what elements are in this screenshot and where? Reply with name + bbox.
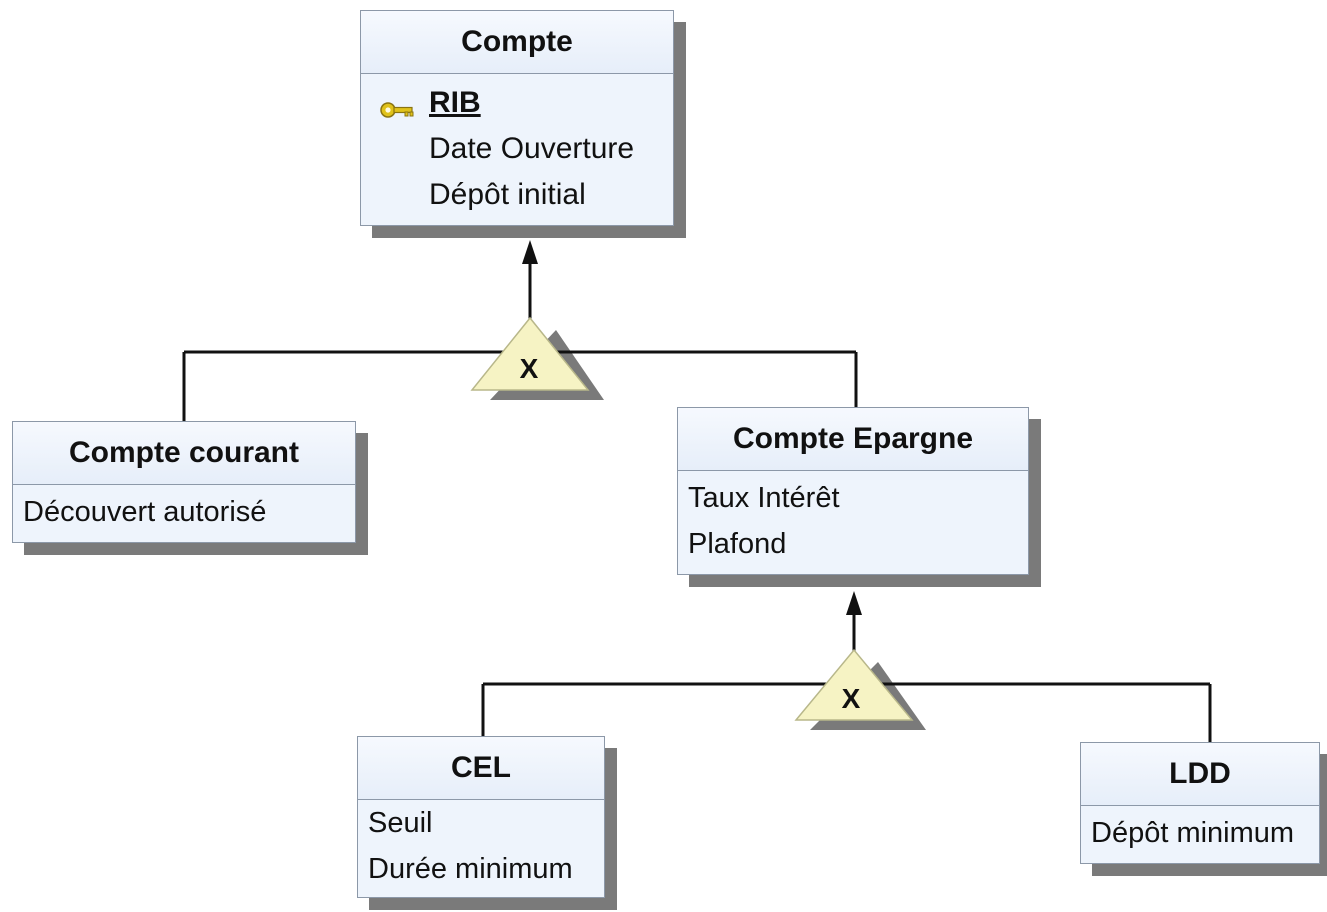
attribute: Dépôt minimum (1091, 817, 1295, 849)
entity-title: Compte Epargne (678, 408, 1028, 471)
entity-title: LDD (1081, 743, 1319, 806)
disjoint-triangle (470, 316, 590, 391)
primary-key-attribute: RIB (429, 86, 481, 119)
entity-title: Compte (361, 11, 673, 74)
constraint-label: X (842, 683, 861, 714)
constraint-label: X (520, 353, 539, 384)
specialization-2: X (481, 591, 1212, 742)
attribute: Plafond (688, 528, 787, 560)
attribute: Date Ouverture (429, 132, 635, 165)
attribute: Dépôt initial (429, 178, 586, 211)
attribute-list: Dépôt minimum (1081, 806, 1319, 862)
entity-title: Compte courant (13, 422, 355, 485)
entity-cel[interactable]: CEL Seuil Durée minimum (357, 736, 605, 898)
arrowhead-up (846, 591, 862, 615)
entity-compte-epargne[interactable]: Compte Epargne Taux Intérêt Plafond (677, 407, 1029, 575)
attribute-list: Seuil Durée minimum (358, 800, 604, 898)
entity-compte-courant[interactable]: Compte courant Découvert autorisé (12, 421, 356, 543)
attribute: Découvert autorisé (23, 496, 267, 528)
attribute: Taux Intérêt (688, 482, 840, 514)
arrowhead-up (522, 240, 538, 264)
attribute: Durée minimum (368, 853, 573, 885)
attribute-list: RIB Date Ouverture Dépôt initial (361, 74, 673, 224)
disjoint-triangle (794, 648, 914, 721)
attribute: Seuil (368, 807, 433, 839)
entity-compte[interactable]: Compte RIB Date Ouverture Dépôt initial (360, 10, 674, 226)
attribute-list: Taux Intérêt Plafond (678, 471, 1028, 573)
key-icon (380, 102, 414, 118)
specialization-1: X (182, 240, 858, 421)
entity-ldd[interactable]: LDD Dépôt minimum (1080, 742, 1320, 864)
attribute-list: Découvert autorisé (13, 485, 355, 541)
entity-title: CEL (358, 737, 604, 800)
